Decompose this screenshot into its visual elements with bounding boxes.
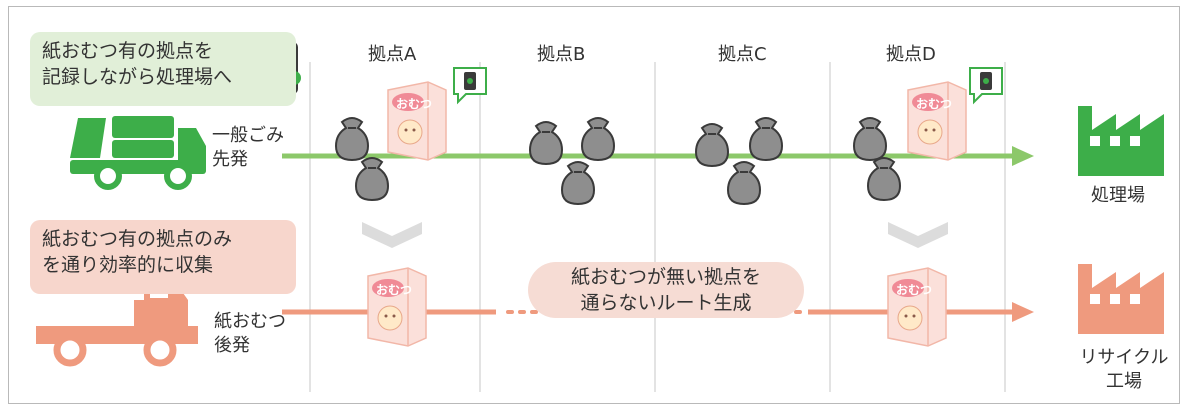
chevron-down-icon — [362, 222, 422, 248]
top-note-line2: 記録しながら処理場へ — [42, 66, 233, 88]
skip-route-line1: 紙おむつが無い拠点を — [570, 266, 761, 288]
garbage-bag-icon — [867, 157, 901, 201]
diagram-frame — [8, 6, 1180, 404]
garbage-bag-icon — [529, 121, 563, 165]
factory-icon — [1078, 106, 1164, 176]
bottom-note: 紙おむつ有の拠点のみ を通り効率的に収集 — [30, 220, 296, 294]
column-label-d: 拠点D — [886, 44, 936, 65]
garbage-bag-icon — [749, 117, 783, 161]
garbage-bag-icon — [561, 161, 595, 205]
dest-bottom-label: リサイクル 工場 — [1078, 346, 1170, 394]
top-note-line1: 紙おむつ有の拠点を — [42, 40, 214, 62]
record-bubble-icon — [969, 67, 1003, 103]
top-truck-line1: 一般ごみ — [212, 125, 284, 146]
record-bubble-icon — [453, 67, 487, 103]
bottom-truck-label: 紙おむつ 後発 — [214, 310, 286, 358]
diaper-pack-text: おむつ — [896, 283, 933, 297]
top-note: 紙おむつ有の拠点を 記録しながら処理場へ — [30, 32, 296, 106]
chevron-down-icons — [362, 222, 948, 248]
column-label-c: 拠点C — [718, 44, 767, 65]
garbage-truck-icon — [70, 116, 206, 190]
bottom-truck-line1: 紙おむつ — [214, 311, 286, 332]
garbage-bag-icon — [355, 157, 389, 201]
diaper-pack-text: おむつ — [916, 97, 953, 111]
diaper-route-arrow — [1012, 302, 1034, 322]
garbage-bag-icon — [727, 161, 761, 205]
bottom-note-line1: 紙おむつ有の拠点のみ — [42, 228, 233, 250]
skip-route-note: 紙おむつが無い拠点を 通らないルート生成 — [528, 262, 804, 318]
recycle-factory-icon — [1078, 264, 1164, 334]
general-waste-route-arrow — [1012, 146, 1034, 166]
garbage-bag-icon — [695, 123, 729, 167]
diaper-pack-text: おむつ — [396, 97, 433, 111]
bottom-note-line2: を通り効率的に収集 — [42, 254, 214, 276]
dest-bottom-line1: リサイクル — [1079, 347, 1169, 368]
top-truck-label: 一般ごみ 先発 — [212, 124, 284, 172]
column-label-b: 拠点B — [537, 44, 586, 65]
chevron-down-icon — [888, 222, 948, 248]
top-truck-line2: 先発 — [212, 149, 248, 170]
dest-bottom-line2: 工場 — [1106, 371, 1142, 392]
garbage-bag-icon — [335, 117, 369, 161]
column-label-a: 拠点A — [368, 44, 417, 65]
garbage-bag-icon — [853, 117, 887, 161]
garbage-bag-icon — [581, 117, 615, 161]
diaper-pack-text: おむつ — [376, 283, 413, 297]
bottom-truck-line2: 後発 — [214, 335, 250, 356]
dest-top-label: 処理場 — [1091, 185, 1145, 206]
skip-route-line2: 通らないルート生成 — [580, 292, 752, 314]
